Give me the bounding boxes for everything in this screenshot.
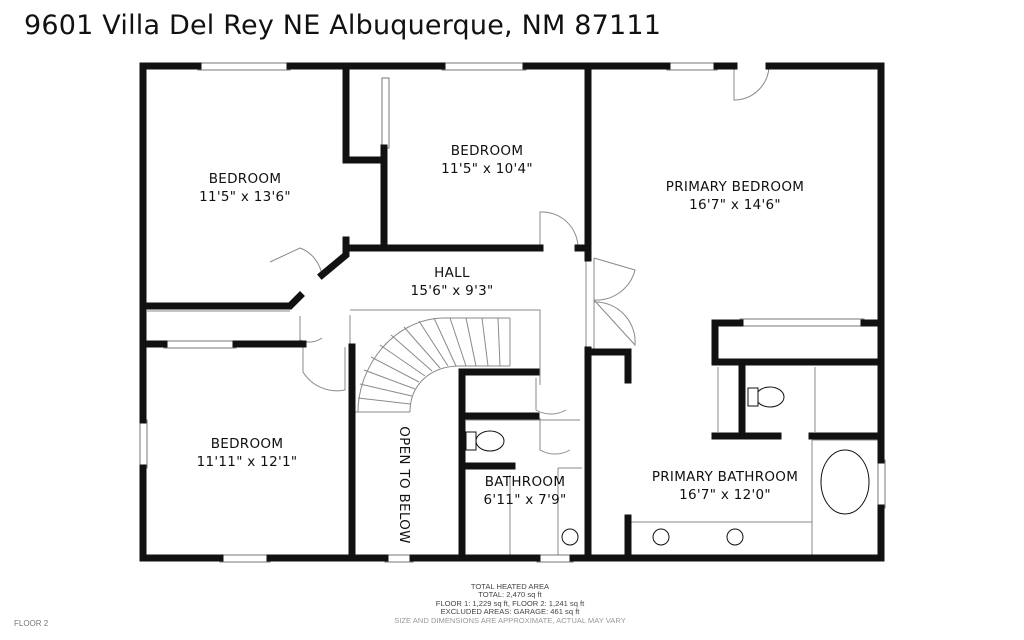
walls (139, 62, 885, 562)
legend-excluded: EXCLUDED AREAS: GARAGE: 461 sq ft (440, 607, 580, 617)
room-dimensions: 15'6" x 9'3" (411, 283, 494, 299)
room-dimensions: 16'7" x 12'0" (679, 487, 771, 503)
plumbing-fixtures (465, 386, 870, 546)
legend-disclaimer: SIZE AND DIMENSIONS ARE APPROXIMATE, ACT… (394, 615, 626, 625)
room-dimensions: 11'5" x 10'4" (441, 161, 533, 177)
floor-label: FLOOR 2 (14, 619, 49, 628)
toilet-icon (755, 386, 785, 408)
room-dimensions: 6'11" x 7'9" (484, 492, 567, 508)
legend-total: TOTAL: 2,470 sq ft (478, 590, 542, 600)
sink-icon (652, 528, 670, 546)
room-labels: BEDROOM 11'5" x 13'6" BEDROOM 11'5" x 10… (197, 143, 804, 544)
room-name: BEDROOM (209, 171, 282, 187)
room-name: PRIMARY BATHROOM (652, 469, 798, 485)
sink-icon (726, 528, 744, 546)
door-swings (269, 65, 770, 455)
spiral-stairs (357, 317, 511, 413)
room-name: PRIMARY BEDROOM (666, 179, 804, 195)
room-dimensions: 11'5" x 13'6" (199, 189, 291, 205)
legend-title: TOTAL HEATED AREA (470, 582, 550, 591)
open-to-below-label: OPEN TO BELOW (396, 426, 412, 544)
room-dimensions: 11'11" x 12'1" (197, 454, 298, 470)
room-name: BEDROOM (211, 436, 284, 452)
legend-floors: FLOOR 1: 1,229 sq ft, FLOOR 2: 1,241 sq … (435, 598, 585, 608)
sink-icon (561, 528, 579, 546)
room-name: HALL (434, 265, 470, 281)
room-dimensions: 16'7" x 14'6" (689, 197, 781, 213)
room-name: BEDROOM (451, 143, 524, 159)
bathtub-icon (820, 449, 870, 515)
area-legend: TOTAL HEATED AREA TOTAL: 2,470 sq ft FLO… (340, 582, 680, 625)
fixture-lines (147, 258, 880, 555)
toilet-icon (475, 430, 505, 452)
property-address: 9601 Villa Del Rey NE Albuquerque, NM 87… (24, 10, 662, 41)
room-name: BATHROOM (485, 474, 566, 490)
